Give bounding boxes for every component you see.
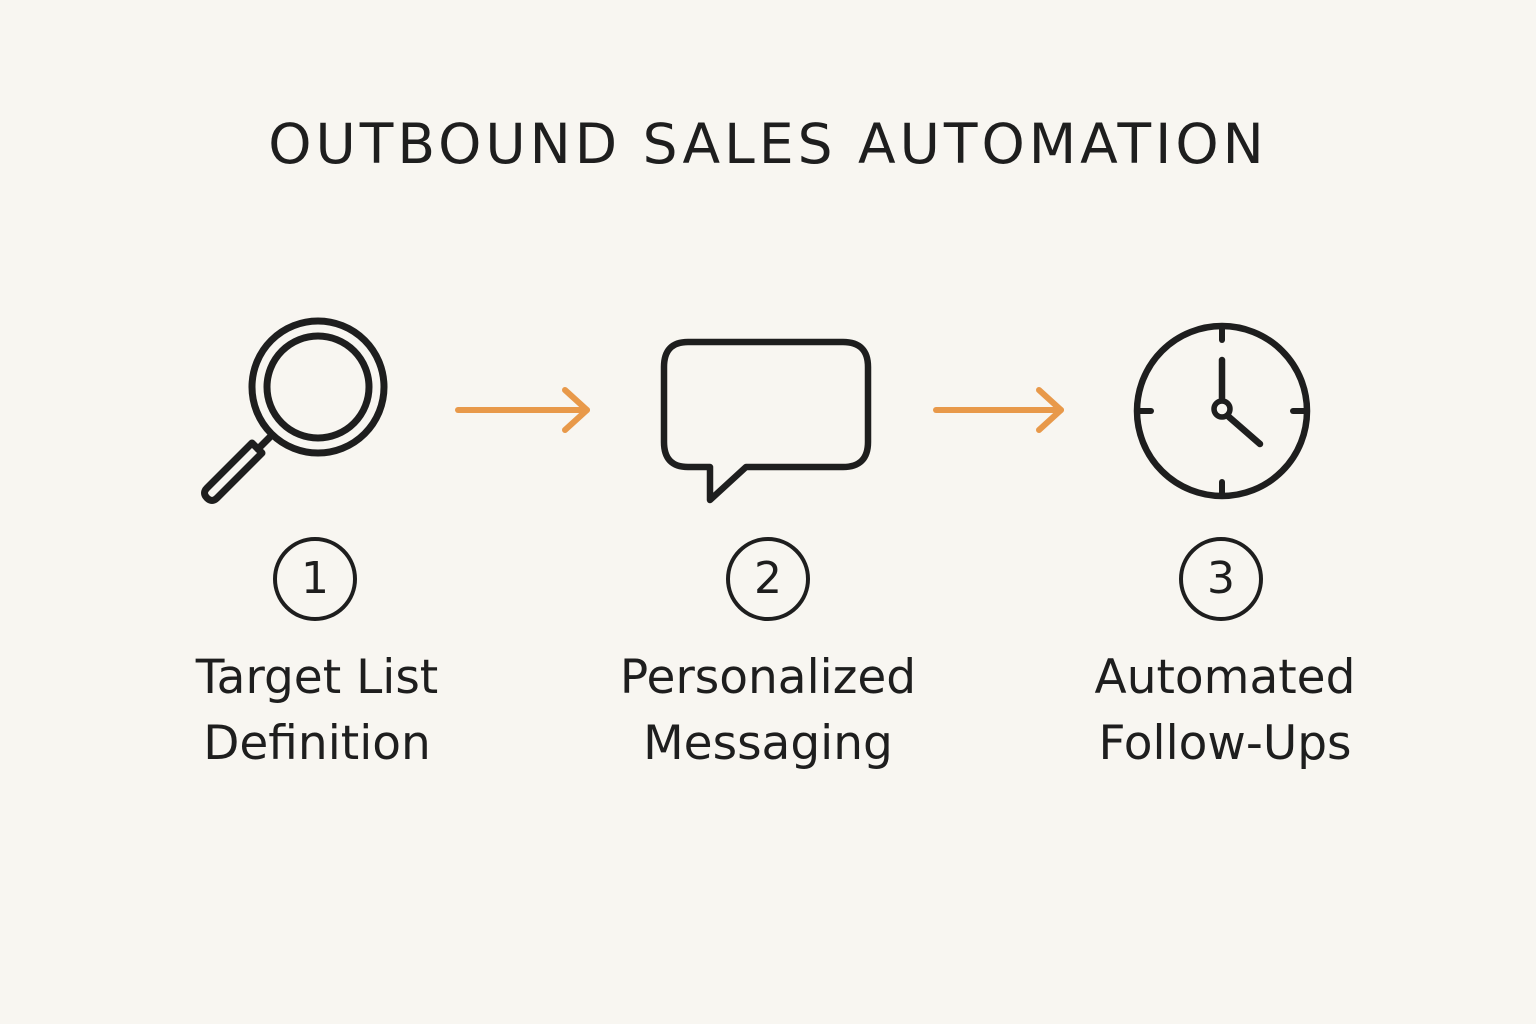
magnifying-glass-icon bbox=[201, 317, 388, 504]
arrow-right-icon bbox=[933, 387, 1064, 433]
step-label-line: Target List bbox=[195, 650, 439, 705]
step-label-1: Target List Definition bbox=[137, 645, 497, 777]
speech-bubble-icon bbox=[660, 338, 872, 504]
step-label-3: Automated Follow-Ups bbox=[1045, 645, 1405, 777]
step-number-1: 1 bbox=[273, 537, 357, 621]
diagram-title: OUTBOUND SALES AUTOMATION bbox=[268, 112, 1268, 176]
clock-icon bbox=[1133, 322, 1311, 500]
step-label-line: Messaging bbox=[643, 716, 893, 771]
step-label-line: Definition bbox=[203, 716, 431, 771]
step-label-line: Personalized bbox=[619, 650, 917, 705]
step-number-2: 2 bbox=[726, 537, 810, 621]
arrow-right-icon bbox=[455, 387, 590, 433]
step-number-3: 3 bbox=[1179, 537, 1263, 621]
step-label-line: Automated bbox=[1094, 650, 1356, 705]
step-label-2: Personalized Messaging bbox=[588, 645, 948, 777]
step-label-line: Follow-Ups bbox=[1098, 716, 1352, 771]
